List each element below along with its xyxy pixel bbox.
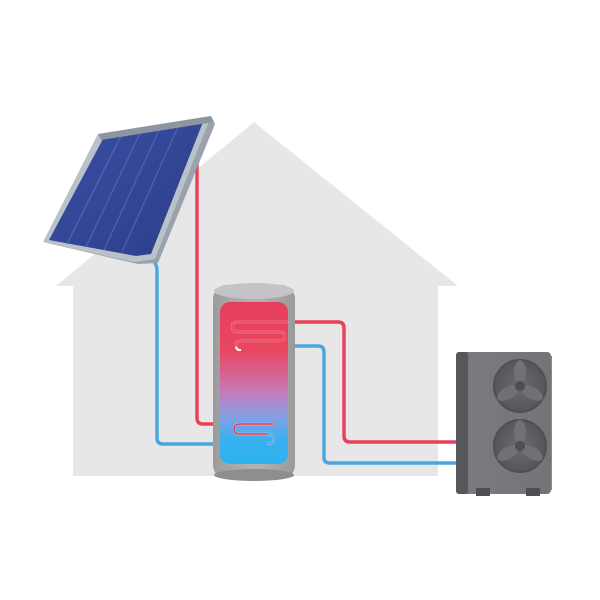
- hot-water-tank-icon: [213, 283, 295, 481]
- cold-pipes: [136, 250, 458, 465]
- solar-panel-icon: [43, 116, 215, 264]
- heat-pump-cold-pipe: [238, 344, 458, 465]
- solar-cell-lines: [66, 126, 179, 253]
- heat-pump-hot-pipe: [286, 320, 458, 444]
- hot-pipes: [195, 146, 458, 444]
- fan-icon-top: [493, 359, 547, 413]
- fan-icon-bottom: [493, 419, 547, 473]
- solar-cold-pipe: [136, 250, 276, 446]
- heat-pump-outdoor-unit-icon: [456, 352, 552, 496]
- solar-hot-pipe: [195, 146, 276, 426]
